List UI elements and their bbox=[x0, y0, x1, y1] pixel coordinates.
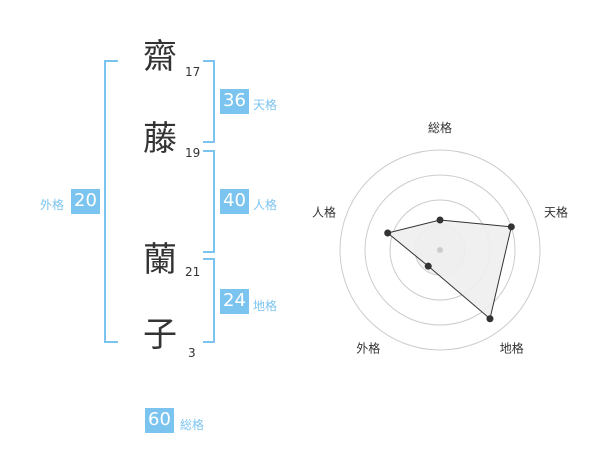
jinkaku-bracket bbox=[203, 150, 215, 253]
name-char-2: 藤 bbox=[143, 119, 177, 159]
soukaku-score: 60 bbox=[145, 408, 174, 433]
radar-ring-4 bbox=[339, 149, 541, 351]
stroke-count-4: 3 bbox=[188, 346, 196, 360]
name-char-3: 蘭 bbox=[143, 240, 177, 280]
tenkaku-score: 36 bbox=[220, 89, 249, 114]
radar-polygon bbox=[386, 219, 512, 320]
radar-axis-label-4: 人格 bbox=[312, 204, 336, 219]
name-char-1: 齋 bbox=[143, 37, 177, 77]
stroke-count-3: 21 bbox=[185, 265, 201, 279]
chikaku-bracket bbox=[203, 258, 215, 343]
radar-center-dot bbox=[437, 247, 443, 253]
radar-points bbox=[384, 216, 515, 323]
chikaku-score: 24 bbox=[220, 289, 249, 314]
jinkaku-score: 40 bbox=[220, 189, 249, 214]
radar-point-4 bbox=[384, 229, 392, 237]
jinkaku-label: 人格 bbox=[253, 198, 278, 212]
gaikaku-label: 外格 bbox=[40, 198, 65, 212]
name-char-4: 子 bbox=[143, 315, 177, 355]
stroke-count-2: 19 bbox=[185, 146, 201, 160]
radar-axis-label-2: 地格 bbox=[500, 341, 524, 356]
gaikaku-bracket bbox=[104, 60, 118, 343]
soukaku-label: 総格 bbox=[180, 418, 205, 432]
chikaku-label: 地格 bbox=[253, 299, 278, 313]
radar-axis-label-0: 総格 bbox=[428, 120, 452, 135]
radar-point-0 bbox=[436, 216, 444, 224]
radar-axis-label-3: 外格 bbox=[356, 341, 380, 356]
radar-point-2 bbox=[486, 315, 494, 323]
radar-ring-3 bbox=[364, 174, 516, 326]
radar-axis-label-1: 天格 bbox=[544, 204, 568, 219]
tenkaku-bracket bbox=[203, 60, 215, 143]
stroke-count-1: 17 bbox=[185, 65, 201, 79]
radar-point-3 bbox=[424, 262, 432, 270]
gaikaku-score: 20 bbox=[71, 189, 100, 214]
radar-point-1 bbox=[507, 223, 515, 231]
tenkaku-label: 天格 bbox=[253, 98, 278, 112]
